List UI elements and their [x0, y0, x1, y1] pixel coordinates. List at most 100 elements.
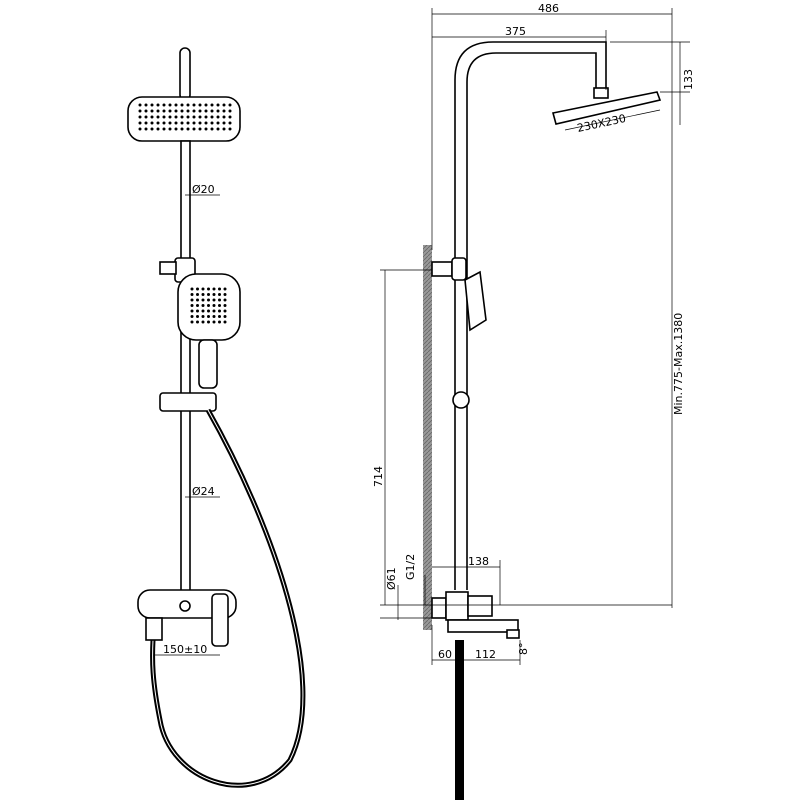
nozzle-dot [204, 115, 208, 119]
nozzle-dot [144, 109, 148, 113]
nozzle-dot [222, 109, 226, 113]
bracket-height-label: 714 [372, 466, 385, 487]
nozzle-dot [190, 320, 194, 324]
nozzle-dot [190, 315, 194, 318]
nozzle-dot [196, 304, 199, 307]
nozzle-dot [216, 121, 220, 125]
nozzle-dot [223, 298, 227, 302]
nozzle-dot [198, 109, 202, 113]
nozzle-dot [138, 127, 142, 131]
nozzle-dot [180, 115, 184, 119]
head-height-label: 133 [682, 69, 695, 90]
nozzle-dot [223, 320, 227, 324]
side-view: 486 375 133 230X230 Min.775-Max.1380 714… [372, 2, 695, 800]
nozzle-dot [150, 127, 154, 131]
rail-diameter-top-label: Ø20 [192, 183, 215, 196]
nozzle-dot [192, 127, 196, 131]
nozzle-dot [162, 103, 166, 107]
nozzle-dot [212, 298, 216, 302]
nozzle-dot [156, 121, 160, 125]
nozzle-dot [144, 103, 148, 107]
nozzle-dot [210, 103, 214, 107]
nozzle-dot [210, 121, 214, 125]
nozzle-dot [216, 127, 220, 131]
nozzle-dot [186, 103, 190, 107]
nozzle-dot [196, 298, 199, 302]
nozzle-dot [201, 315, 205, 318]
spout-length-label: 112 [475, 648, 496, 661]
nozzle-dot [156, 103, 160, 107]
nozzle-dot [190, 298, 194, 302]
nozzle-dot [162, 109, 166, 113]
nozzle-dot [228, 103, 232, 107]
nozzle-dot [218, 309, 221, 313]
nozzle-dot [138, 103, 142, 107]
escutcheon-diameter-label: Ø61 [385, 567, 398, 590]
nozzle-dot [174, 109, 178, 113]
nozzle-dot [180, 109, 184, 113]
side-wall-bracket [431, 261, 453, 277]
nozzle-dot [207, 320, 210, 324]
nozzle-dot [222, 103, 226, 107]
side-lever [467, 595, 493, 617]
nozzle-dot [196, 320, 199, 324]
nozzle-dot [210, 127, 214, 131]
nozzle-dot [174, 103, 178, 107]
nozzle-dot [168, 103, 172, 107]
spout-angle-label: 8° [517, 643, 530, 656]
nozzle-dot [207, 304, 210, 307]
nozzle-dot [156, 115, 160, 119]
front-view: Ø20 Ø24 150±10 [127, 47, 306, 788]
nozzle-dot [201, 304, 205, 307]
nozzle-dot [210, 109, 214, 113]
nozzle-dot [201, 293, 205, 296]
nozzle-dot [207, 287, 210, 291]
head-connector [593, 87, 609, 99]
nozzle-dot [212, 315, 216, 318]
nozzle-dot [186, 109, 190, 113]
nozzle-dot [223, 293, 227, 296]
nozzle-dot [216, 109, 220, 113]
nozzle-dot [180, 103, 184, 107]
nozzle-dot [196, 309, 199, 313]
nozzle-dot [174, 115, 178, 119]
nozzle-dot [162, 121, 166, 125]
nozzle-dot [201, 287, 205, 291]
side-hose [455, 640, 464, 800]
nozzle-dot [222, 121, 226, 125]
hand-shower-nozzles [190, 287, 227, 324]
nozzle-dot [174, 127, 178, 131]
nozzle-dot [150, 121, 154, 125]
nozzle-dot [180, 127, 184, 131]
nozzle-dot [223, 287, 227, 291]
nozzle-dot [196, 287, 199, 291]
hand-shower-head [177, 273, 241, 341]
nozzle-dot [190, 287, 194, 291]
side-rail-clamp [451, 257, 467, 281]
nozzle-dot [201, 320, 205, 324]
side-shower-head [552, 91, 662, 125]
nozzle-dot [218, 320, 221, 324]
nozzle-dot [212, 320, 216, 324]
nozzle-dot [218, 304, 221, 307]
nozzle-dot [212, 304, 216, 307]
nozzle-dot [138, 109, 142, 113]
hand-shower-handle [198, 339, 218, 389]
nozzle-dot [168, 127, 172, 131]
nozzle-dot [198, 121, 202, 125]
nozzle-dot [144, 127, 148, 131]
nozzle-dot [207, 309, 210, 313]
bath-spout [447, 619, 519, 633]
side-holder [452, 391, 470, 409]
overall-reach-label: 486 [538, 2, 559, 15]
nozzle-dot [198, 115, 202, 119]
wall [423, 245, 432, 630]
side-mixer-body [445, 591, 469, 621]
nozzle-dot [223, 304, 227, 307]
spout-outlet [506, 629, 520, 639]
top-pipe [179, 47, 191, 101]
nozzle-dot [212, 309, 216, 313]
nozzle-dot [186, 127, 190, 131]
nozzle-dot [196, 293, 199, 296]
nozzle-dot [204, 127, 208, 131]
